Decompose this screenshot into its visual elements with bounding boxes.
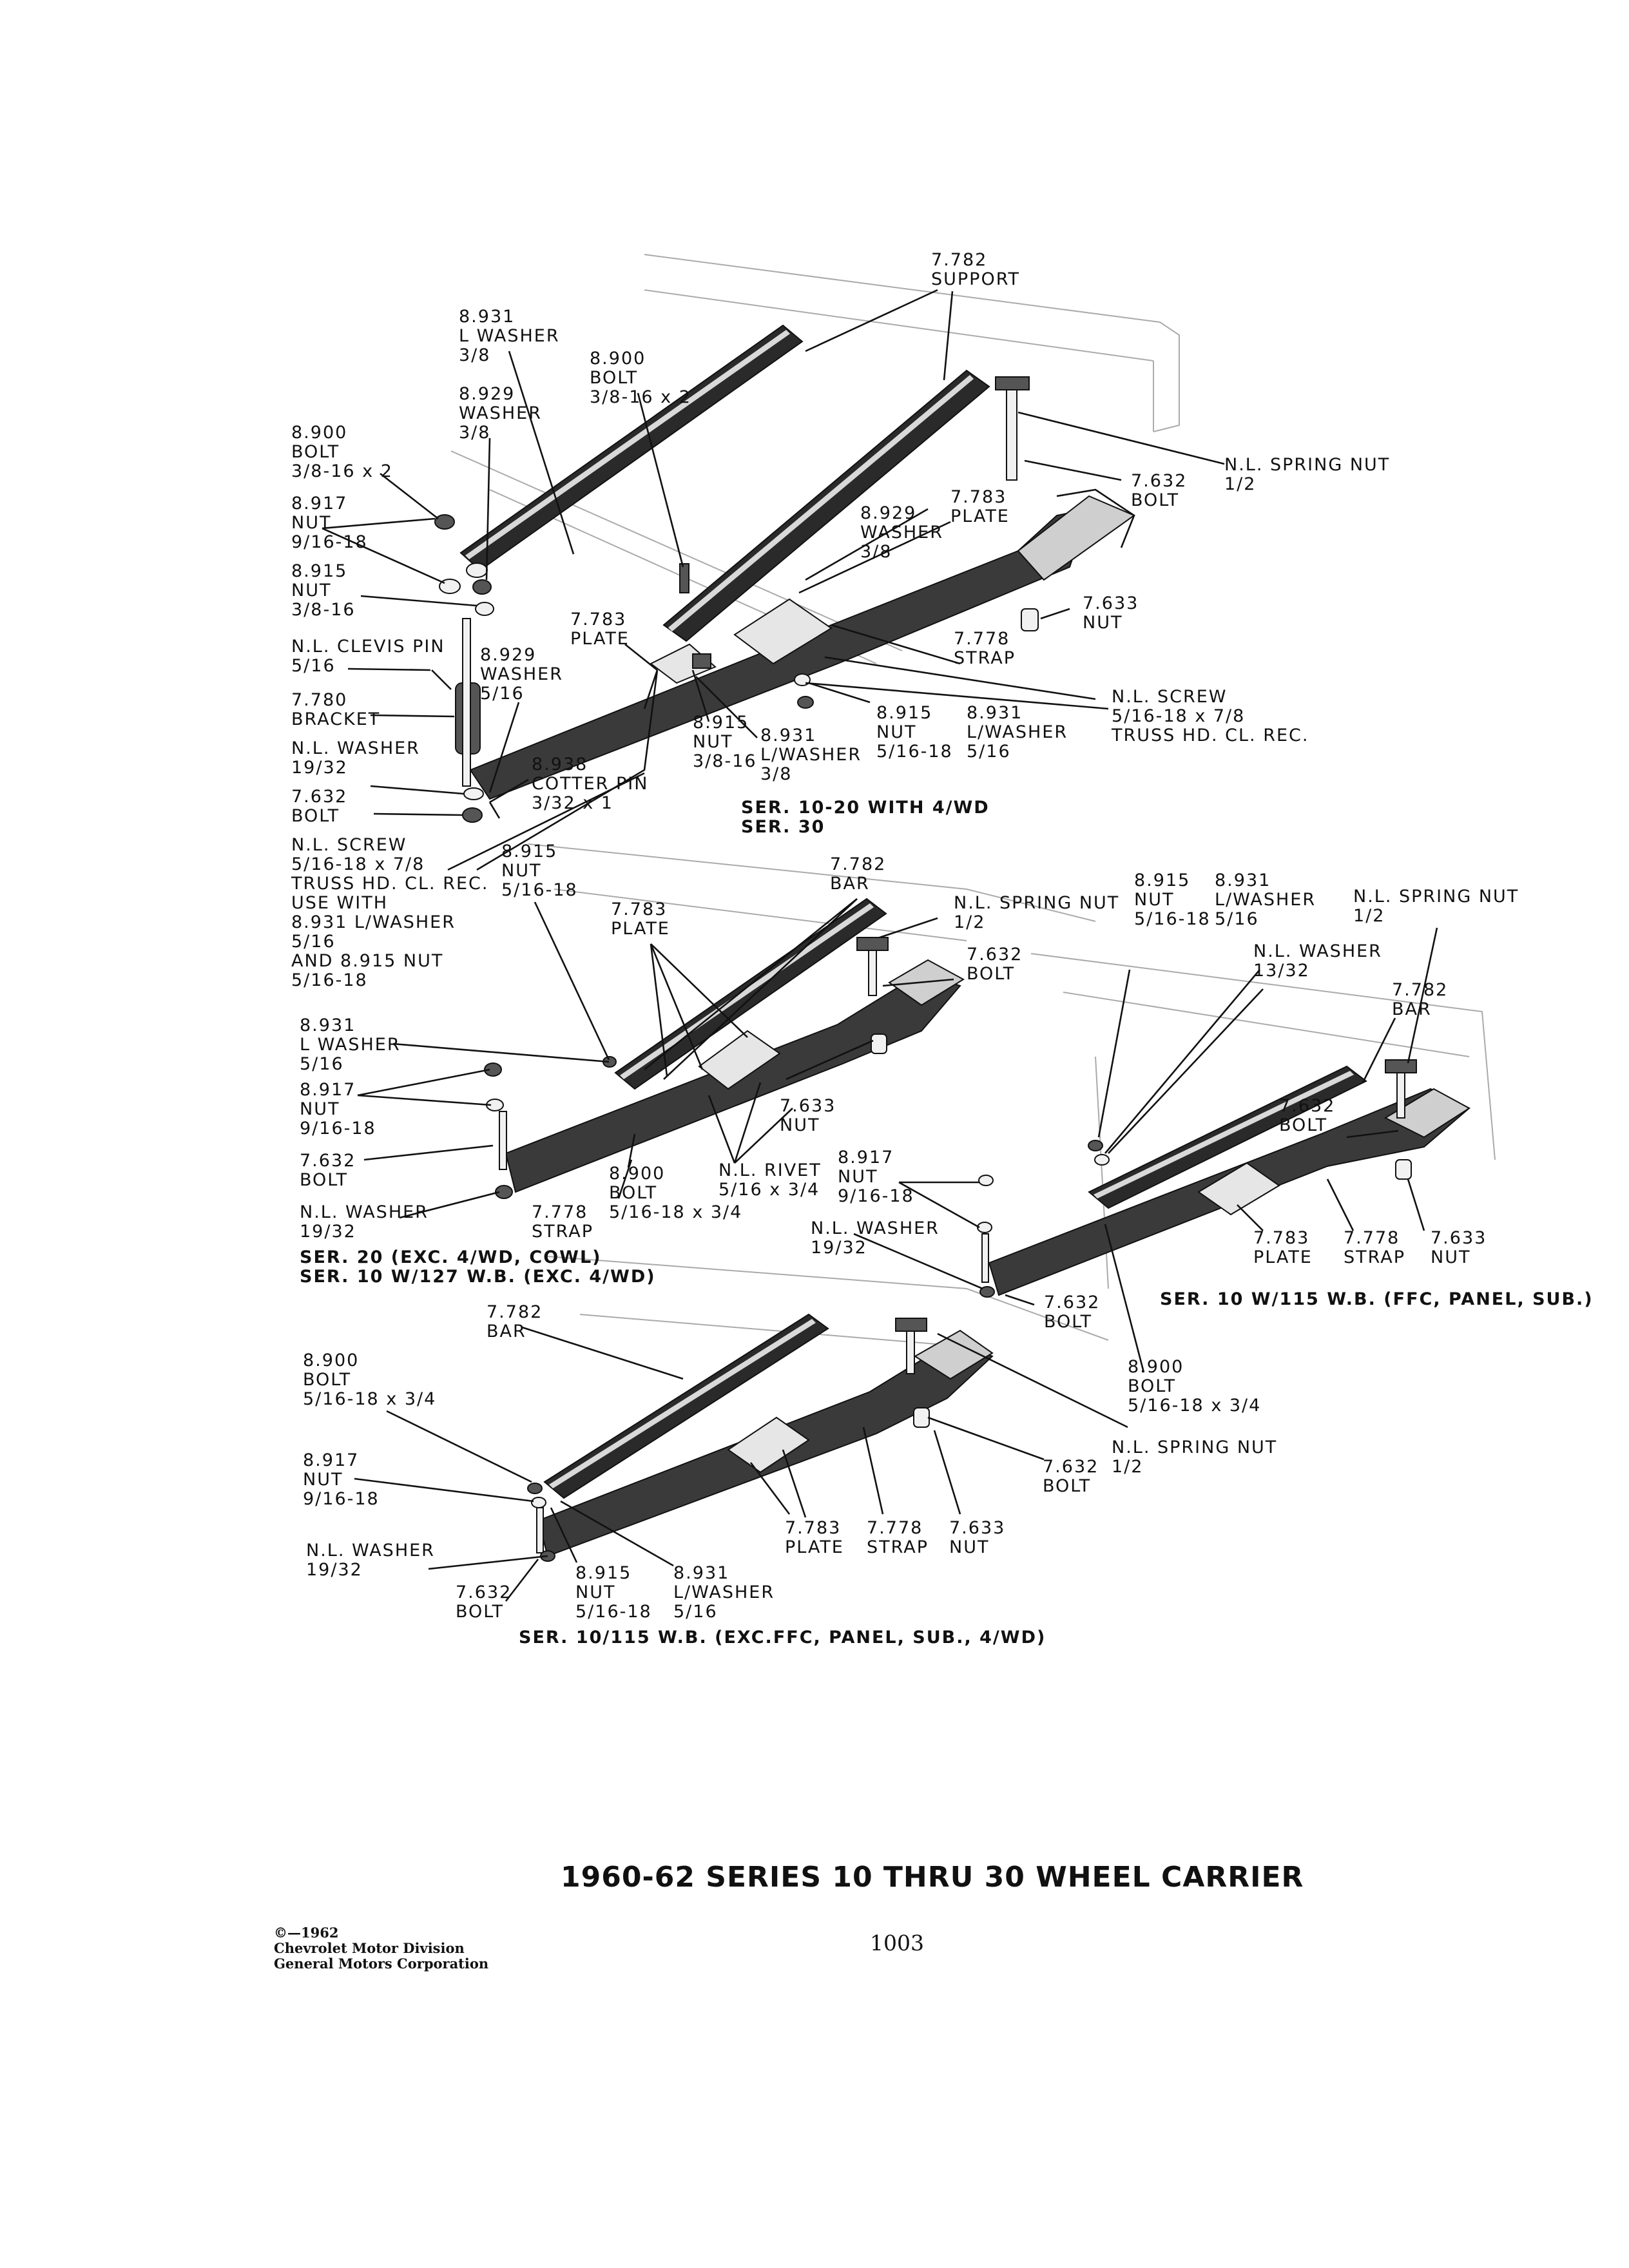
assembly-middle-left [484, 898, 965, 1199]
bar-bottom [543, 1313, 829, 1499]
copyright-line: ©—1962 [274, 1925, 339, 1941]
caption-middle-left: SER. 20 (EXC. 4/WD, COWL)SER. 10 W/127 W… [300, 1247, 656, 1287]
bolt-7632-top [462, 618, 471, 787]
caption-middle-right: SER. 10 W/115 W.B. (FFC, PANEL, SUB.) [1160, 1289, 1594, 1309]
plate-middle-left [698, 1030, 781, 1090]
assembly-middle-right [977, 1059, 1470, 1298]
copyright-line: General Motors Corporation [274, 1956, 489, 1972]
copyright-line: Chevrolet Motor Division [274, 1940, 465, 1956]
top-plate-right [733, 598, 833, 665]
spring-bolt-top [1006, 386, 1017, 481]
plate-middle-right [1197, 1162, 1280, 1216]
page-title: 1960-62 SERIES 10 THRU 30 WHEEL CARRIER [561, 1861, 1304, 1894]
caption-bottom: SER. 10/115 W.B. (EXC.FFC, PANEL, SUB., … [519, 1628, 1046, 1648]
bar-middle-left [614, 898, 887, 1090]
assembly-top [431, 324, 1136, 823]
assembly-bottom [527, 1313, 994, 1562]
leader-lines [322, 289, 1438, 1602]
plate-bottom [727, 1416, 810, 1474]
copyright-notice: ©—1962 Chevrolet Motor Division General … [274, 1925, 609, 1972]
support-bar-right [662, 369, 990, 642]
page-number: 1003 [870, 1930, 924, 1956]
